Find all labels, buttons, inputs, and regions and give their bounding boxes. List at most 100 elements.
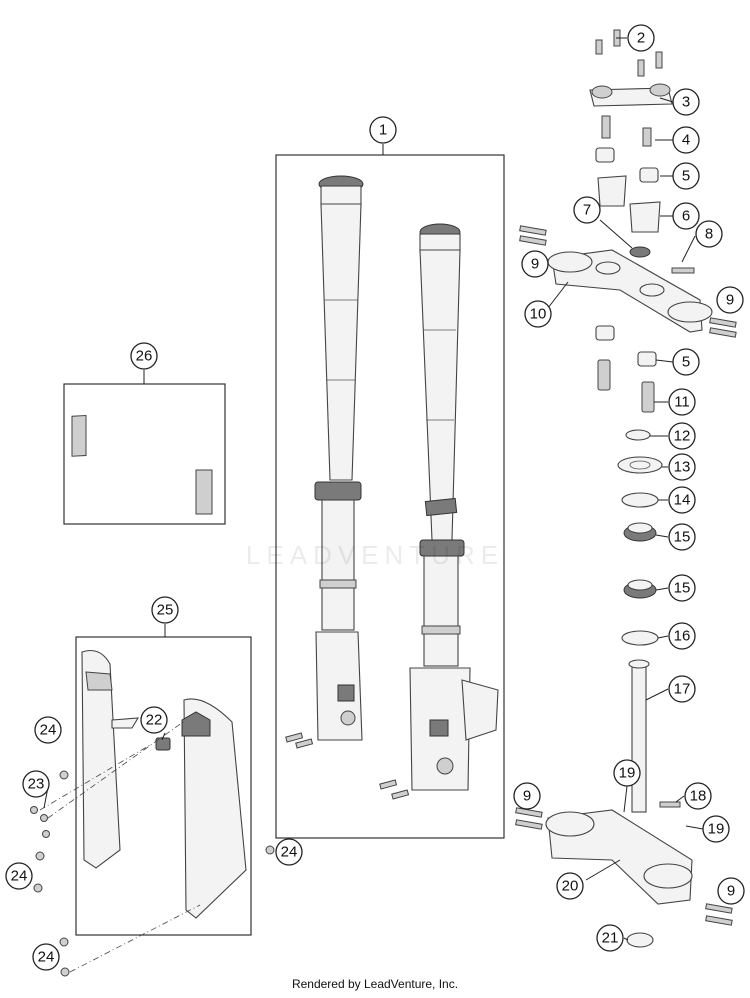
- svg-text:9: 9: [727, 883, 735, 900]
- axle-bolts-left: [285, 732, 314, 749]
- svg-text:15: 15: [674, 529, 691, 546]
- svg-text:22: 22: [146, 712, 163, 729]
- svg-text:18: 18: [690, 788, 707, 805]
- callout-5-lower[interactable]: 5: [672, 348, 700, 376]
- svg-text:5: 5: [682, 168, 690, 185]
- guard-dash-lines: [39, 719, 201, 973]
- guard-screws: [30, 770, 275, 977]
- seal-ring: [621, 492, 659, 508]
- handlebar-risers: [597, 175, 661, 233]
- bearing-lower: [623, 579, 657, 599]
- svg-text:15: 15: [674, 580, 691, 597]
- svg-text:9: 9: [726, 292, 734, 309]
- callout-12[interactable]: 12: [668, 422, 696, 450]
- callout-9-lower-left[interactable]: 9: [513, 782, 541, 810]
- callout-15-upper[interactable]: 15: [668, 523, 696, 551]
- callout-14[interactable]: 14: [668, 486, 696, 514]
- svg-text:19: 19: [619, 765, 636, 782]
- svg-text:8: 8: [705, 226, 713, 243]
- svg-text:17: 17: [674, 681, 691, 698]
- callout-1[interactable]: 1: [369, 116, 397, 144]
- callout-5-upper[interactable]: 5: [672, 162, 700, 190]
- svg-text:7: 7: [583, 202, 591, 219]
- svg-text:2: 2: [637, 30, 645, 47]
- fork-guard-left: [81, 649, 140, 869]
- fork-leg-right: [409, 223, 499, 791]
- washer-small: [625, 429, 651, 441]
- callout-13[interactable]: 13: [668, 453, 696, 481]
- upper-triple-clamp: [547, 249, 713, 333]
- callout-8[interactable]: 8: [695, 220, 723, 248]
- svg-text:5: 5: [682, 354, 690, 371]
- callout-24-bottom[interactable]: 24: [32, 943, 60, 971]
- render-credit: Rendered by LeadVenture, Inc.: [291, 977, 459, 991]
- callout-23[interactable]: 23: [22, 770, 50, 798]
- rubber-bushings-upper: [595, 147, 659, 183]
- callout-19-top[interactable]: 19: [613, 759, 641, 787]
- callout-15-lower[interactable]: 15: [668, 574, 696, 602]
- svg-text:20: 20: [562, 878, 579, 895]
- callout-6[interactable]: 6: [672, 202, 700, 230]
- svg-text:24: 24: [38, 949, 55, 966]
- pinch-bolts-lower: [515, 801, 733, 926]
- callout-24-left[interactable]: 24: [5, 862, 33, 890]
- rubber-bushings-lower: [595, 325, 657, 367]
- leader-lines: [43, 37, 704, 941]
- svg-text:21: 21: [602, 930, 619, 947]
- fork-guard-right: [181, 698, 247, 919]
- svg-text:13: 13: [674, 459, 691, 476]
- callout-7[interactable]: 7: [573, 196, 601, 224]
- lower-triple-clamp: [545, 809, 693, 905]
- svg-text:11: 11: [674, 394, 690, 411]
- svg-text:14: 14: [674, 492, 691, 509]
- fork-leg-left: [314, 175, 364, 741]
- bearing-upper: [623, 522, 657, 542]
- svg-text:3: 3: [682, 94, 690, 111]
- steering-nut: [629, 246, 651, 258]
- svg-text:16: 16: [674, 628, 691, 645]
- svg-text:12: 12: [674, 428, 691, 445]
- sleeves: [597, 359, 655, 413]
- sticker-sheet-left: [71, 414, 87, 457]
- svg-text:25: 25: [157, 602, 174, 619]
- watermark: LEADVENTURE: [245, 540, 505, 570]
- callout-2[interactable]: 2: [627, 24, 655, 52]
- svg-text:4: 4: [682, 132, 690, 149]
- callout-25[interactable]: 25: [151, 596, 179, 624]
- svg-text:24: 24: [11, 868, 28, 885]
- callout-18[interactable]: 18: [684, 782, 712, 810]
- svg-text:10: 10: [530, 306, 547, 323]
- lower-nut: [626, 932, 654, 948]
- callout-17[interactable]: 17: [668, 675, 696, 703]
- callout-21[interactable]: 21: [596, 924, 624, 952]
- callout-11[interactable]: 11: [668, 388, 696, 416]
- axle-bolts-right: [379, 779, 410, 800]
- dust-cover: [617, 456, 663, 474]
- svg-text:1: 1: [379, 122, 387, 139]
- callout-9-upper-right[interactable]: 9: [716, 286, 744, 314]
- callout-10[interactable]: 10: [524, 300, 552, 328]
- callout-4[interactable]: 4: [672, 126, 700, 154]
- fork-assembly-box: [275, 154, 505, 839]
- svg-text:6: 6: [682, 208, 690, 225]
- callout-9-lower-right[interactable]: 9: [717, 877, 745, 905]
- callout-20[interactable]: 20: [556, 872, 584, 900]
- svg-text:9: 9: [523, 788, 531, 805]
- svg-text:24: 24: [40, 722, 57, 739]
- callout-3[interactable]: 3: [672, 88, 700, 116]
- callout-22[interactable]: 22: [140, 706, 168, 734]
- callout-24-top[interactable]: 24: [34, 716, 62, 744]
- callout-9-upper-left[interactable]: 9: [521, 250, 549, 278]
- callout-26[interactable]: 26: [130, 342, 158, 370]
- svg-text:23: 23: [28, 776, 45, 793]
- handlebar-clamp: [589, 83, 673, 107]
- callout-24-right[interactable]: 24: [275, 838, 303, 866]
- svg-text:9: 9: [531, 256, 539, 273]
- callout-19-right[interactable]: 19: [702, 815, 730, 843]
- callout-16[interactable]: 16: [668, 622, 696, 650]
- svg-text:24: 24: [281, 844, 298, 861]
- svg-text:19: 19: [708, 821, 725, 838]
- seal-ring-lower: [621, 630, 659, 646]
- steering-stem: [628, 659, 650, 813]
- sticker-sheet-right: [195, 469, 213, 515]
